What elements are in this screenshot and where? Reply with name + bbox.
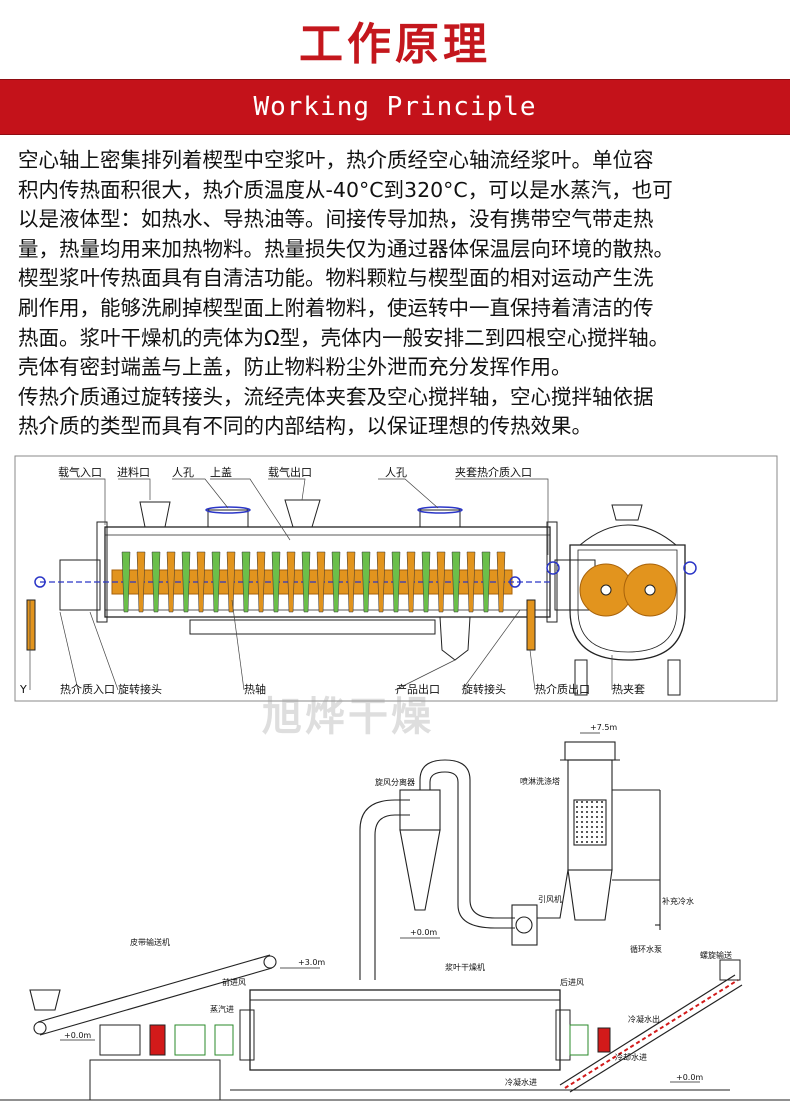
paddle-blade <box>151 551 161 613</box>
paddle-blade <box>136 551 146 613</box>
description-line: 积内传热面积很大，热介质温度从-40°C到320°C，可以是水蒸汽，也可 <box>18 177 673 202</box>
description-line: 楔型浆叶传热面具有自清洁功能。物料颗粒与楔型面的相对运动产生洗 <box>18 266 654 291</box>
paddle-blade <box>346 551 356 613</box>
description-line: 热面。浆叶干燥机的壳体为Ω型，壳体内一般安排二到四根空心搅拌轴。 <box>18 325 670 350</box>
shell-cross-section <box>546 504 697 696</box>
label-top-cover: 上盖 <box>210 465 232 479</box>
label-rear-air: 后进风 <box>560 977 584 987</box>
feed-inlet-nozzle <box>139 501 171 528</box>
gas-outlet-nozzle <box>284 499 321 528</box>
description-paragraph: 空心轴上密集排列着楔型中空浆叶，热介质经空心轴流经浆叶。单位容 积内传热面积很大… <box>18 146 778 442</box>
label-fan: 引风机 <box>538 894 562 904</box>
belt-conveyor <box>29 954 277 1036</box>
label-height-top: +7.5m <box>590 723 617 732</box>
label-scrubber: 喷淋洗涤塔 <box>520 776 560 786</box>
paddle-blade <box>361 551 371 613</box>
description-line: 传热介质通过旋转接头，流经壳体夹套及空心搅拌轴，空心搅拌轴依据 <box>18 384 654 409</box>
label-feed-inlet: 进料口 <box>117 465 150 479</box>
scrubber-tower <box>560 741 661 930</box>
paddle-blade <box>316 551 326 613</box>
label-y: Y <box>19 683 27 696</box>
label-hot-jacket: 热夹套 <box>612 683 645 696</box>
paddle-blade <box>451 551 461 613</box>
description-line: 空心轴上密集排列着楔型中空浆叶，热介质经空心轴流经浆叶。单位容 <box>18 148 654 172</box>
label-medium-outlet: 热介质出口 <box>535 682 590 696</box>
label-dryer: 浆叶干燥机 <box>445 962 485 972</box>
label-height-3: +3.0m <box>298 958 325 967</box>
paddle-blade <box>166 551 176 613</box>
label-cool-water: 冷凝水进 <box>505 1077 537 1087</box>
paddle-blade <box>226 551 236 613</box>
left-inlet-pipe <box>26 599 36 651</box>
product-outlet-hopper <box>439 616 471 661</box>
description-line: 热介质的类型而具有不同的内部结构，以保证理想的传热效果。 <box>18 414 592 439</box>
paddle-blades <box>121 551 506 613</box>
cyclone-ducts <box>359 759 569 980</box>
paddle-blade <box>496 551 506 613</box>
paddle-blade <box>391 551 401 613</box>
english-title: Working Principle <box>253 92 537 122</box>
support-frame <box>189 619 436 635</box>
main-dryer-body <box>0 989 790 1101</box>
label-joint-right: 旋转接头 <box>462 682 506 696</box>
label-makeup-water: 补充冷水 <box>662 896 694 906</box>
page-title: 工作原理 <box>299 19 491 70</box>
label-steam: 蒸汽进 <box>210 1004 234 1014</box>
label-manhole-left: 人孔 <box>172 466 194 479</box>
paddle-blade <box>421 551 431 613</box>
paddle-blade <box>121 551 131 613</box>
description-line: 刷作用，能够洗刷掉楔型面上附着物料，使运转中一直保持着清洁的传 <box>18 295 654 320</box>
description-line: 壳体有密封端盖与上盖，防止物料粉尘外泄而充分发挥作用。 <box>18 355 572 380</box>
paddle-blade <box>241 551 251 613</box>
label-joint-left: 旋转接头 <box>118 682 162 696</box>
label-level-zero-right: +0.0m <box>676 1073 703 1082</box>
paddle-blade <box>301 551 311 613</box>
paddle-blade <box>481 551 491 613</box>
label-hot-shaft: 热轴 <box>244 682 266 696</box>
paddle-blade <box>376 551 386 613</box>
paddle-blade <box>436 551 446 613</box>
watermark: 旭烨干燥 <box>262 694 434 740</box>
paddle-blade <box>331 551 341 613</box>
label-conveyor: 皮带输送机 <box>130 937 170 947</box>
paddle-blade <box>286 551 296 613</box>
description-line: 量，热量均用来加热物料。热量损失仅为通过器体保温层向环境的散热。 <box>18 236 674 261</box>
label-product-outlet: 产品出口 <box>396 682 440 696</box>
paddle-blade <box>181 551 191 613</box>
paddle-blade <box>271 551 281 613</box>
label-pump: 循环水泵 <box>630 944 662 954</box>
label-front-air: 前进风 <box>222 977 246 987</box>
title-banner: Working Principle <box>0 79 790 135</box>
right-outlet-pipe <box>526 599 536 651</box>
paddle-blade <box>466 551 476 613</box>
dryer-shell <box>104 526 551 618</box>
label-screw-conveyor: 螺旋输送 <box>700 950 732 960</box>
label-medium-inlet: 热介质入口 <box>60 683 115 696</box>
paddle-blade <box>256 551 266 613</box>
label-gas-inlet: 载气入口 <box>58 465 102 479</box>
label-coolant: 冷却水进 <box>615 1052 647 1062</box>
label-condensate-out: 冷凝水出 <box>628 1014 660 1024</box>
label-gas-outlet: 载气出口 <box>268 465 312 479</box>
description-line: 以是液体型：如热水、导热油等。间接传导加热，没有携带空气带走热 <box>18 207 654 232</box>
screw-conveyor <box>559 959 743 1093</box>
label-cyclone: 旋风分离器 <box>375 777 415 787</box>
paddle-blade <box>196 551 206 613</box>
label-manhole-right: 人孔 <box>385 466 407 479</box>
label-level-zero-mid: +0.0m <box>410 928 437 937</box>
paddle-dryer-diagram: 载气入口 进料口 人孔 上盖 载气出口 人孔 夹套热介质入口 Y 热介质入口 旋… <box>14 455 778 702</box>
paddle-blade <box>211 551 221 613</box>
system-layout-diagram: +7.5m 喷淋洗涤塔 旋风分离器 引风机 补充冷水 +0.0m 循环水泵 皮带… <box>0 723 790 1101</box>
label-jacket-inlet: 夹套热介质入口 <box>455 466 532 479</box>
label-level-zero-left: +0.0m <box>64 1031 91 1040</box>
paddle-blade <box>406 551 416 613</box>
